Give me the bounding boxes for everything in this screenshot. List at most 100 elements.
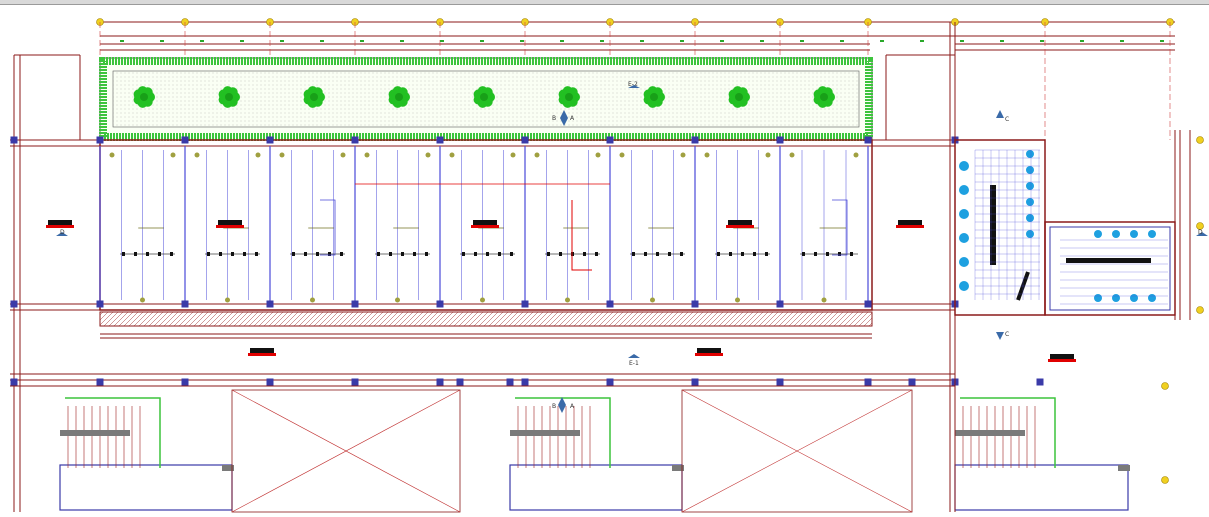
column xyxy=(506,378,514,386)
door-tag xyxy=(218,220,242,225)
landing xyxy=(954,464,1129,511)
landing xyxy=(59,464,233,511)
fixture-dot xyxy=(225,297,230,303)
sink xyxy=(1112,230,1120,238)
landing-cap xyxy=(222,465,234,471)
sink xyxy=(959,209,969,219)
section-mark-a-bottom: A xyxy=(570,403,575,410)
section-mark-d-right: D xyxy=(1198,229,1203,236)
column xyxy=(521,300,529,308)
door-tag-base xyxy=(46,225,74,228)
fixture-dot xyxy=(650,297,655,303)
seat xyxy=(547,252,550,256)
stair-beam xyxy=(955,430,1025,436)
seat xyxy=(510,252,513,256)
seat xyxy=(146,252,149,256)
grid-bubble xyxy=(1196,136,1204,144)
green-tick xyxy=(760,40,764,42)
alcove xyxy=(832,199,848,256)
green-rail xyxy=(65,397,161,468)
sink xyxy=(959,281,969,291)
sink xyxy=(959,257,969,267)
column xyxy=(436,136,444,144)
column xyxy=(436,300,444,308)
grid-bubble xyxy=(1161,476,1169,484)
tree-core xyxy=(650,93,658,101)
top-grid-line xyxy=(100,21,1175,51)
door-tags xyxy=(46,220,1076,362)
door-tag xyxy=(473,220,497,225)
column xyxy=(691,300,699,308)
seat xyxy=(656,252,659,256)
section-mark-b-bottom: B xyxy=(552,403,556,410)
column xyxy=(181,136,189,144)
sink xyxy=(959,161,969,171)
seat xyxy=(486,252,489,256)
seat xyxy=(583,252,586,256)
section-mark-c-top: C xyxy=(1005,116,1009,123)
column xyxy=(96,300,104,308)
toilet xyxy=(1026,150,1034,158)
seat xyxy=(316,252,319,256)
seat xyxy=(741,252,744,256)
section-mark-d-left: D xyxy=(60,229,65,236)
column xyxy=(96,136,104,144)
fixture-dot xyxy=(449,152,455,158)
seat xyxy=(595,252,598,256)
green-tick xyxy=(1040,40,1044,42)
toilet xyxy=(1112,294,1120,302)
fixture-dot xyxy=(194,152,200,158)
door-tag xyxy=(1050,354,1074,359)
column xyxy=(351,300,359,308)
tree-core xyxy=(735,93,743,101)
grid-bubble xyxy=(1161,382,1169,390)
green-tick xyxy=(600,40,604,42)
seat xyxy=(474,252,477,256)
tree-core xyxy=(140,93,148,101)
tree-icon xyxy=(643,86,665,108)
green-tick xyxy=(400,40,404,42)
section-arrow-d-left xyxy=(56,232,68,236)
door-tag xyxy=(697,348,721,353)
window-top-bar xyxy=(0,0,1209,5)
column xyxy=(776,136,784,144)
column xyxy=(10,378,18,386)
fixture-dot xyxy=(140,297,145,303)
tree-core xyxy=(565,93,573,101)
section-arrow-c-bottom xyxy=(996,332,1004,340)
section-mark-b-top: B xyxy=(552,115,556,122)
column xyxy=(96,378,104,386)
landing xyxy=(509,464,683,511)
door-tag-base xyxy=(216,225,244,228)
fixture-dot xyxy=(170,152,176,158)
green-tick xyxy=(560,40,564,42)
tree-icon xyxy=(218,86,240,108)
alcove xyxy=(320,199,336,256)
corridor-band xyxy=(10,311,955,387)
section-arrow-d-right xyxy=(1196,232,1208,236)
section-arrow-c-top xyxy=(996,110,1004,118)
column xyxy=(606,136,614,144)
restroom-fixtures xyxy=(959,149,1168,305)
fixture-dot xyxy=(480,297,485,303)
fixture-dot xyxy=(425,152,431,158)
fixture-dot xyxy=(310,297,315,303)
fixture-dot xyxy=(680,152,686,158)
column xyxy=(776,378,784,386)
sink xyxy=(1148,230,1156,238)
red-riser xyxy=(571,200,592,271)
section-mark-e1: E-1 xyxy=(629,360,639,367)
toilet xyxy=(1094,294,1102,302)
lower-stair-blocks xyxy=(59,136,1204,513)
open-void xyxy=(231,389,461,513)
seat xyxy=(377,252,380,256)
seat xyxy=(122,252,125,256)
green-tick xyxy=(320,40,324,42)
seat xyxy=(753,252,756,256)
green-tick xyxy=(440,40,444,42)
seat xyxy=(231,252,234,256)
green-tick xyxy=(640,40,644,42)
toilet xyxy=(1026,182,1034,190)
tree-icon xyxy=(558,86,580,108)
green-rail xyxy=(960,397,1056,468)
